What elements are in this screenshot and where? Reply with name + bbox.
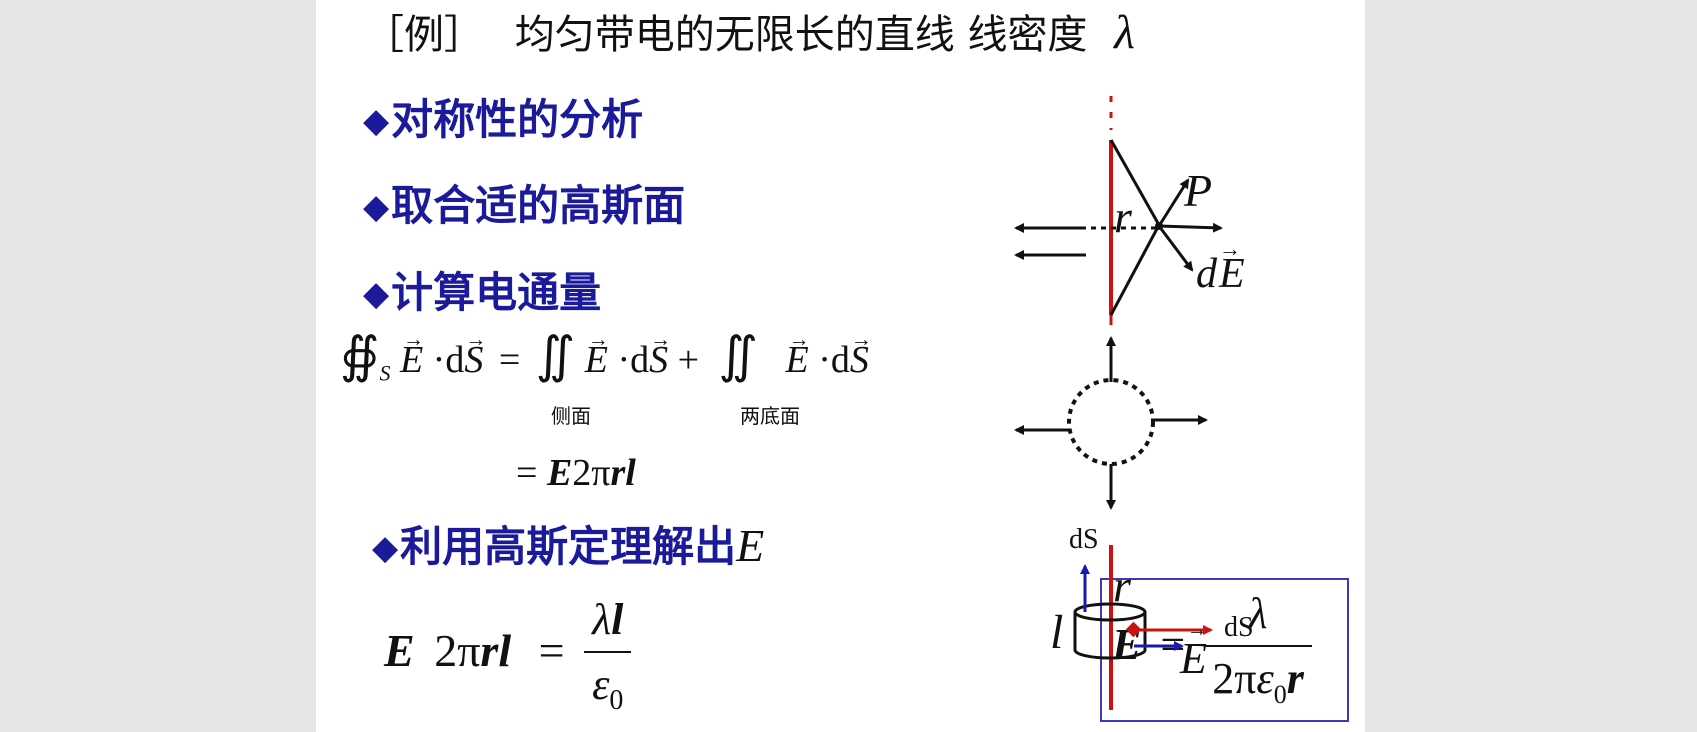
radius-r: r <box>480 624 499 676</box>
vector-S: S <box>464 338 483 382</box>
dot-operator: · <box>432 339 446 381</box>
cylinder-bottom <box>1073 649 1147 660</box>
bullet-solve-var: E <box>736 520 765 571</box>
bullet-solve-label: 利用高斯定理解出 <box>400 522 737 571</box>
label-dE-d: d <box>1196 251 1218 297</box>
dot-operator: · <box>617 339 631 381</box>
label-dS-right: dS <box>1224 612 1254 643</box>
field-arrow-up <box>1157 178 1190 227</box>
vector-E: E <box>400 338 423 382</box>
field-E: E <box>546 452 573 494</box>
radius-r: r <box>610 452 626 494</box>
diamond-icon: ◆ <box>363 187 390 227</box>
plus-sign: + <box>677 339 700 381</box>
equals-sign: = <box>498 339 521 381</box>
vector-E: E <box>585 338 608 382</box>
vector-arrow-icon: → <box>1219 236 1241 261</box>
lambda-symbol: λ <box>592 595 612 644</box>
bullet-symmetry: ◆对称性的分析 <box>363 86 643 147</box>
element-line-bottom <box>1109 224 1161 316</box>
differential-d: d <box>445 339 465 381</box>
surface-subscript: S <box>379 360 391 386</box>
vector-E: E <box>785 338 808 382</box>
flux-result: = E2πrl <box>516 451 636 495</box>
two-pi: 2π <box>434 624 481 676</box>
bullet-gauss-surface: ◆取合适的高斯面 <box>363 172 685 233</box>
label-E: E <box>1179 634 1207 683</box>
diamond-icon: ◆ <box>363 274 390 314</box>
gauss-circle <box>1067 378 1155 466</box>
field-arrow-right <box>1158 222 1223 233</box>
label-dS-top: dS <box>1069 524 1099 555</box>
lambda-symbol: λ <box>1248 589 1268 638</box>
bullet-symmetry-label: 对称性的分析 <box>391 95 644 144</box>
label-r: r <box>1114 191 1133 242</box>
label-side-surface: 侧面 <box>551 404 591 428</box>
dot-operator: · <box>818 339 831 381</box>
diamond-icon: ◆ <box>363 101 390 141</box>
title-lambda: λ <box>1114 6 1135 59</box>
label-r-cylinder: r <box>1113 560 1132 611</box>
vector-arrow-icon: → <box>1187 619 1207 641</box>
length-l: l <box>625 452 636 494</box>
two-pi: 2π <box>1212 654 1257 703</box>
differential-d: d <box>630 339 650 381</box>
length-l: l <box>611 595 624 644</box>
slide: ［例］ 均匀带电的无限长的直线 线密度 λ ◆对称性的分析 ◆取合适的高斯面 ◆… <box>316 0 1365 732</box>
iint-ends: ∬ <box>718 327 758 383</box>
element-line-top <box>1109 139 1161 226</box>
vector-S: S <box>850 338 869 382</box>
epsilon-symbol: ε <box>592 660 610 709</box>
iint-side: ∬ <box>535 327 576 383</box>
label-P: P <box>1183 165 1212 216</box>
label-l: l <box>1050 606 1063 659</box>
bullet-flux-label: 计算电通量 <box>391 268 602 317</box>
physics-diagram: P r d E → dS r l dS <box>1014 96 1254 710</box>
cross-section-diagram <box>1014 336 1208 510</box>
field-E: E <box>384 624 415 676</box>
field-arrow-down <box>1157 225 1194 272</box>
label-end-surfaces: 两底面 <box>740 404 800 428</box>
cylinder-diagram: dS r l dS E → <box>1050 524 1254 710</box>
vector-S: S <box>649 338 668 382</box>
epsilon-subscript: 0 <box>609 684 624 716</box>
title-suffix: 线密度 <box>967 12 1088 58</box>
label-dE-E: E <box>1218 251 1245 297</box>
epsilon-subscript: 0 <box>1273 679 1287 709</box>
oint-symbol: ∯ <box>340 327 380 383</box>
diamond-icon: ◆ <box>372 528 399 568</box>
two-pi: 2π <box>572 452 611 494</box>
title-main: 均匀带电的无限长的直线 <box>514 12 955 58</box>
differential-d: d <box>830 339 850 381</box>
bullet-solve: ◆利用高斯定理解出E <box>372 513 764 574</box>
flux-equation: ∯S E ·dS = ∬ E ·dS + ∬ E ·dS <box>340 326 869 387</box>
page-title: ［例］ 均匀带电的无限长的直线 线密度 λ <box>364 2 1135 60</box>
bullet-flux: ◆计算电通量 <box>363 259 601 320</box>
fraction-lambda-l-over-eps0: λl ε0 <box>584 594 632 717</box>
surface-element-marker <box>1125 621 1142 638</box>
line-charge-field-diagram: P r d E → <box>1014 96 1245 325</box>
equals-sign: = <box>516 452 538 494</box>
length-l: l <box>498 624 512 676</box>
radius-r: r <box>1286 654 1304 703</box>
epsilon-symbol: ε <box>1256 654 1274 703</box>
equals-sign: = <box>538 624 565 676</box>
bullet-gauss-surface-label: 取合适的高斯面 <box>391 181 686 230</box>
fraction-lambda-over-2pi-eps0-r: λ 2πε0r <box>1204 588 1312 710</box>
title-prefix: ［例］ <box>364 12 484 58</box>
gauss-equation: E 2πrl = λl ε0 <box>384 594 632 717</box>
